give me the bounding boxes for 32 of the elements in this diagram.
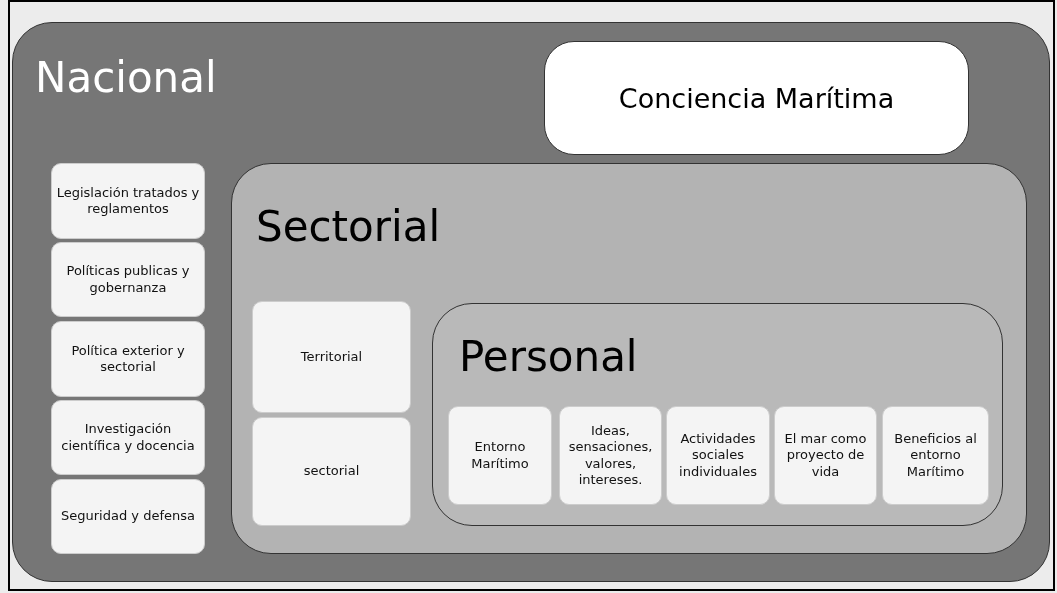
box-label: Investigación científica y docencia xyxy=(60,421,196,454)
box-label: Política exterior y sectorial xyxy=(70,342,186,376)
category-box xyxy=(51,321,205,397)
box-title: Conciencia Marítima xyxy=(618,82,895,114)
highlight-box xyxy=(544,41,969,155)
region-panel xyxy=(432,303,1003,526)
category-box xyxy=(252,417,411,526)
box-label: Beneficios al entorno Marítimo xyxy=(893,431,978,480)
box-label: El mar como proyecto de vida xyxy=(783,431,868,480)
region-heading: Nacional xyxy=(35,57,217,99)
category-box xyxy=(51,163,205,239)
category-box xyxy=(252,301,411,413)
category-box xyxy=(559,406,662,505)
region-heading: Personal xyxy=(459,336,638,378)
category-box xyxy=(774,406,877,505)
box-label: Políticas publicas y gobernanza xyxy=(65,263,191,296)
category-box xyxy=(448,406,552,505)
region-heading: Sectorial xyxy=(256,206,441,248)
box-label: Actividades sociales individuales xyxy=(678,431,758,480)
category-box xyxy=(51,400,205,475)
category-box xyxy=(666,406,770,505)
category-box xyxy=(51,479,205,554)
box-label: Ideas, sensaciones, valores, intereses. xyxy=(567,423,654,488)
region-panel xyxy=(12,22,1050,582)
box-label: Seguridad y defensa xyxy=(61,508,195,525)
box-label: sectorial xyxy=(303,463,360,480)
box-label: Territorial xyxy=(300,348,363,366)
region-panel xyxy=(231,163,1027,554)
box-label: Entorno Marítimo xyxy=(470,439,530,472)
category-box xyxy=(51,242,205,317)
box-label: Legislación tratados y reglamentos xyxy=(56,184,200,218)
category-box xyxy=(882,406,989,505)
